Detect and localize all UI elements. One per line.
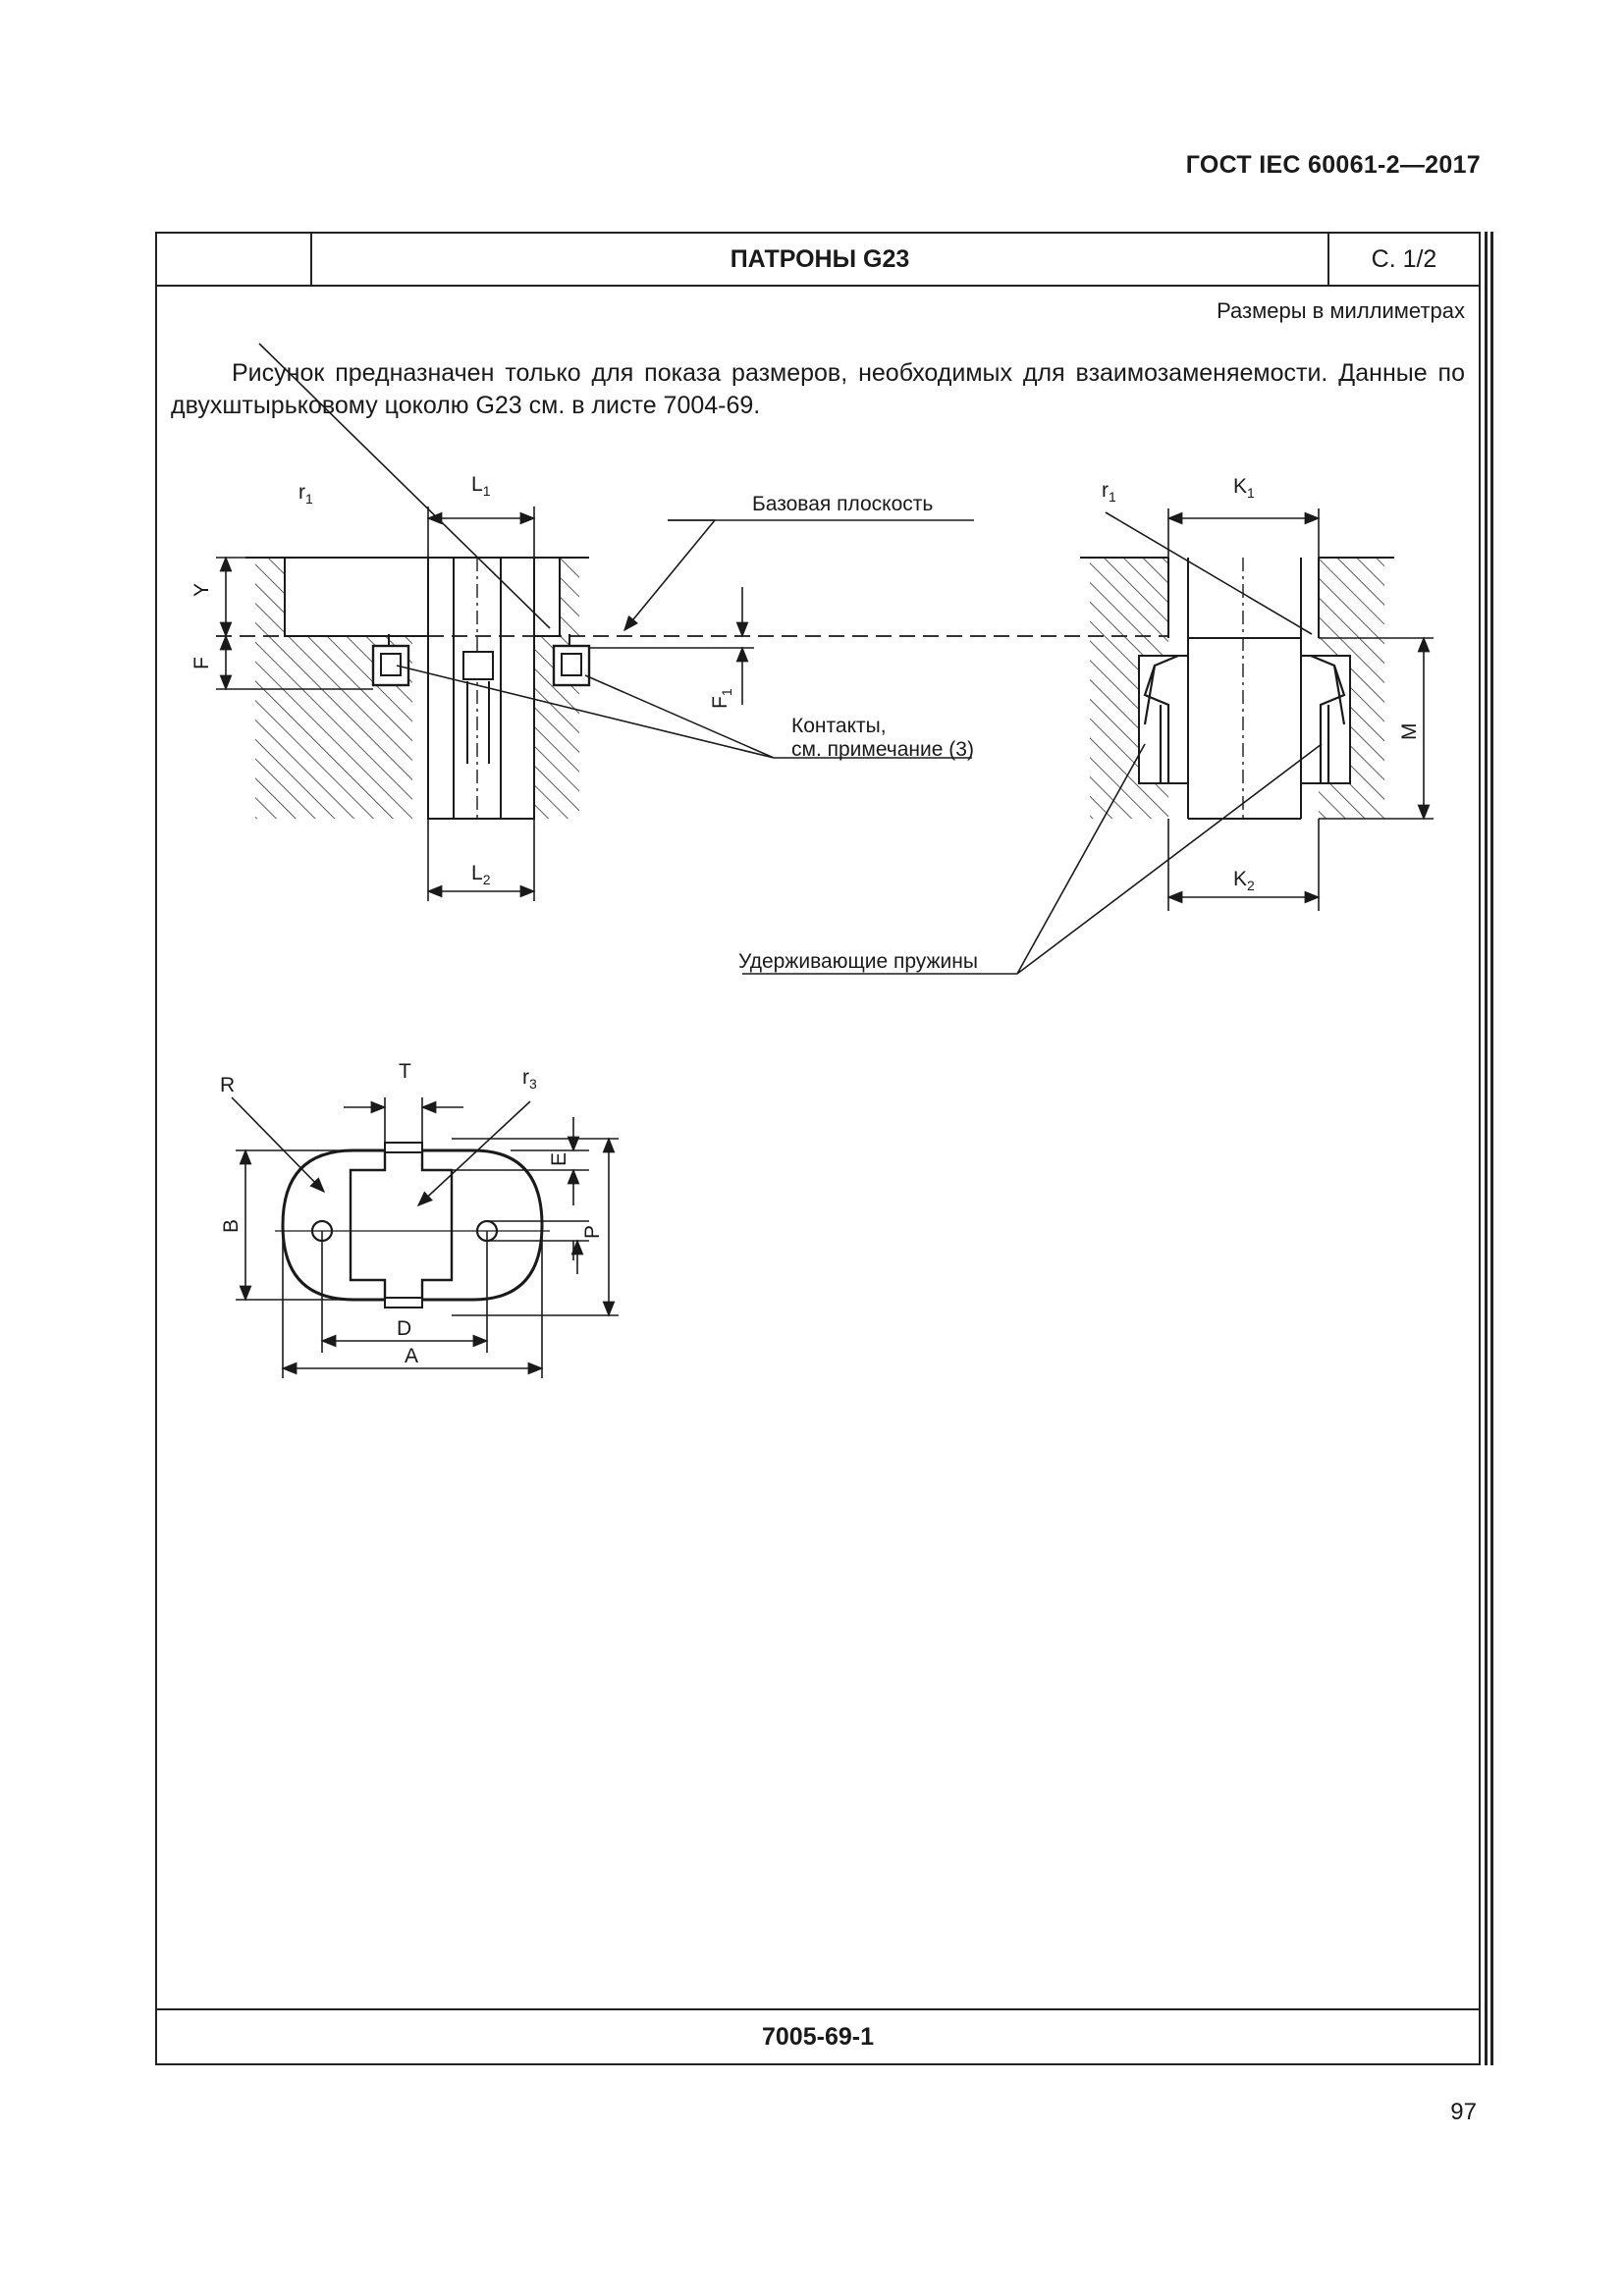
label-t: T (399, 1060, 411, 1083)
title-cell-empty (157, 234, 312, 285)
technical-drawing: L1 L2 r1 Y F F1 Базовая плоскость Контак… (190, 343, 1434, 1378)
label-b: B (220, 1219, 243, 1233)
label-springs: Удерживающие пружины (738, 950, 978, 973)
right-section-view (1016, 511, 1394, 975)
label-r1-left: r1 (298, 481, 313, 507)
label-e: E (548, 1152, 570, 1166)
left-hatched-body (255, 558, 579, 819)
units-note: Размеры в миллиметрах (1217, 298, 1465, 323)
right-dimensions (742, 508, 1434, 975)
label-k1: K1 (1233, 475, 1255, 501)
sheet-title: ПАТРОНЫ G23 (312, 234, 1329, 285)
left-dimensions (216, 507, 754, 901)
base-plane-leader-arrow (623, 519, 716, 632)
label-m: M (1398, 723, 1421, 741)
label-r3: r3 (522, 1066, 537, 1092)
plan-dimensions (231, 1096, 619, 1378)
label-contacts-1: Контакты, (791, 715, 887, 737)
label-f1: F1 (709, 688, 734, 709)
page-reference: С. 1/2 (1371, 244, 1437, 273)
label-base-plane: Базовая плоскость (752, 493, 933, 515)
label-f: F (190, 657, 213, 669)
plan-outline (281, 1148, 544, 1302)
label-p: P (581, 1225, 604, 1239)
label-l2: L2 (471, 862, 491, 887)
label-contacts-2: см. примечание (3) (791, 738, 974, 761)
label-l1: L1 (471, 473, 491, 499)
label-r: R (220, 1074, 235, 1096)
label-d: D (397, 1317, 411, 1340)
left-section-view (245, 343, 972, 820)
data-sheet: ПАТРОНЫ G23 С. 1/2 Размеры в миллиметрах… (155, 232, 1481, 2065)
sheet-number: 7005-69-1 (157, 2008, 1479, 2063)
page-number: 97 (1450, 2099, 1477, 2125)
sheet-edge-line (1490, 232, 1493, 2065)
sheet-edge-line (1485, 232, 1488, 2065)
drawing-labels: L1 L2 r1 Y F F1 Базовая плоскость Контак… (190, 473, 1421, 1367)
plan-view (275, 1142, 550, 1308)
label-r1-right: r1 (1102, 479, 1116, 505)
label-a: A (405, 1345, 418, 1367)
label-k2: K2 (1233, 868, 1255, 893)
plan-slot (349, 1148, 454, 1302)
description-text: Рисунок предназначен только для показа р… (171, 359, 1465, 419)
standard-header: ГОСТ IEC 60061-2—2017 (1185, 151, 1481, 179)
label-y: Y (190, 583, 213, 597)
title-row: ПАТРОНЫ G23 С. 1/2 (157, 234, 1479, 287)
